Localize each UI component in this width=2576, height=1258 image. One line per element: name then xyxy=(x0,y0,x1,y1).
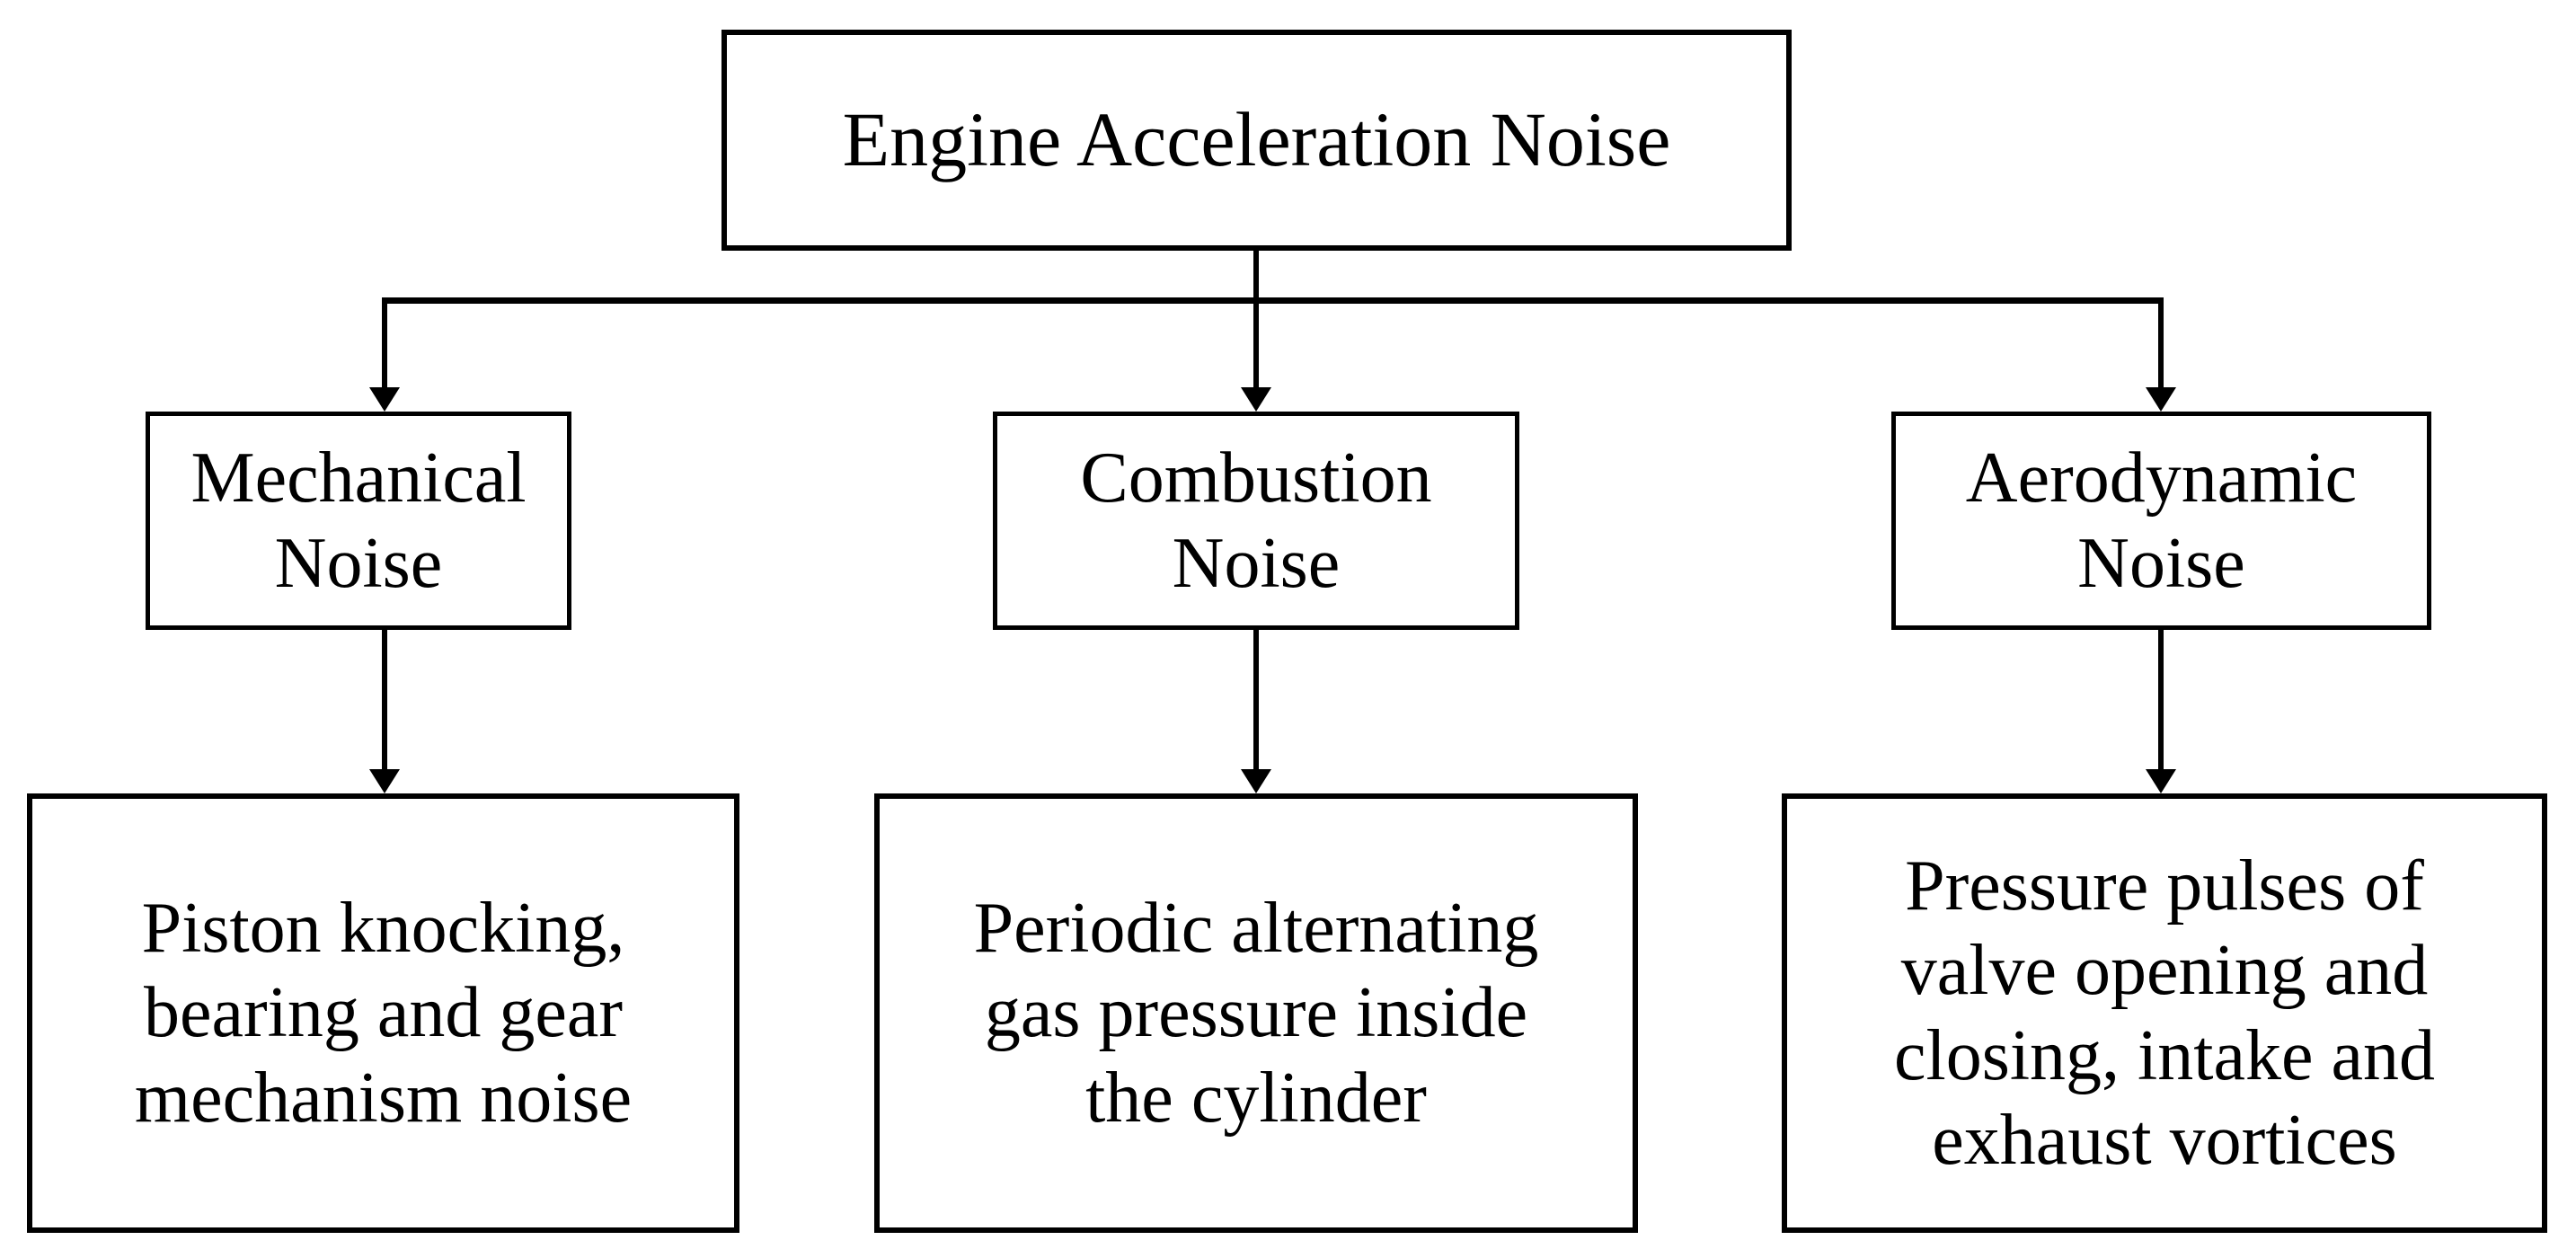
node-combustion-noise-label: Combustion Noise xyxy=(1080,439,1432,603)
node-mechanical-noise-detail-label: Piston knocking, bearing and gear mechan… xyxy=(134,888,633,1138)
node-aerodynamic-noise-detail: Pressure pulses of valve opening and clo… xyxy=(1782,793,2547,1233)
node-combustion-noise: Combustion Noise xyxy=(993,412,1519,630)
connector-aerodynamic-to-detail xyxy=(2158,630,2164,769)
arrowhead-to-mechanical-detail xyxy=(369,769,400,793)
node-mechanical-noise: Mechanical Noise xyxy=(146,412,571,630)
node-combustion-noise-detail-label: Periodic alternating gas pressure inside… xyxy=(973,888,1539,1138)
connector-combustion-to-detail xyxy=(1253,630,1259,769)
connector-distribution-bus xyxy=(382,297,2164,304)
node-root-label: Engine Acceleration Noise xyxy=(842,96,1671,183)
node-mechanical-noise-detail: Piston knocking, bearing and gear mechan… xyxy=(27,793,739,1233)
connector-bus-drop-1 xyxy=(382,297,387,387)
arrowhead-to-combustion-noise xyxy=(1241,387,1271,412)
node-aerodynamic-noise-detail-label: Pressure pulses of valve opening and clo… xyxy=(1893,846,2436,1180)
arrowhead-to-aerodynamic-noise xyxy=(2146,387,2176,412)
node-root-engine-acceleration-noise: Engine Acceleration Noise xyxy=(721,30,1792,251)
node-aerodynamic-noise-label: Aerodynamic Noise xyxy=(1965,439,2358,603)
connector-bus-drop-2 xyxy=(1253,297,1259,387)
node-aerodynamic-noise: Aerodynamic Noise xyxy=(1891,412,2431,630)
arrowhead-to-aerodynamic-detail xyxy=(2146,769,2176,793)
arrowhead-to-combustion-detail xyxy=(1241,769,1271,793)
node-mechanical-noise-label: Mechanical Noise xyxy=(190,439,527,603)
node-combustion-noise-detail: Periodic alternating gas pressure inside… xyxy=(874,793,1638,1233)
arrowhead-to-mechanical-noise xyxy=(369,387,400,412)
connector-root-stem xyxy=(1253,251,1259,301)
connector-mechanical-to-detail xyxy=(382,630,387,769)
connector-bus-drop-3 xyxy=(2158,297,2164,387)
